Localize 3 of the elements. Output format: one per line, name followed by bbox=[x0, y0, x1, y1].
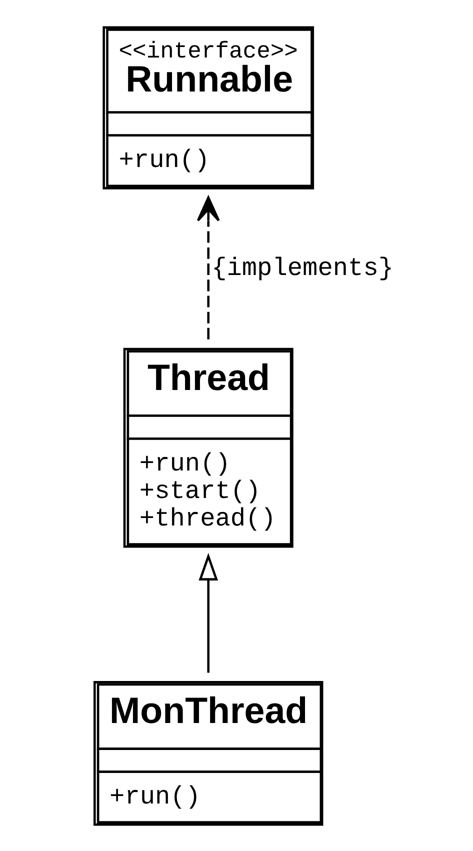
arrow bbox=[196, 196, 220, 339]
edge-label: {implements} bbox=[212, 254, 394, 283]
arrow bbox=[198, 552, 218, 672]
